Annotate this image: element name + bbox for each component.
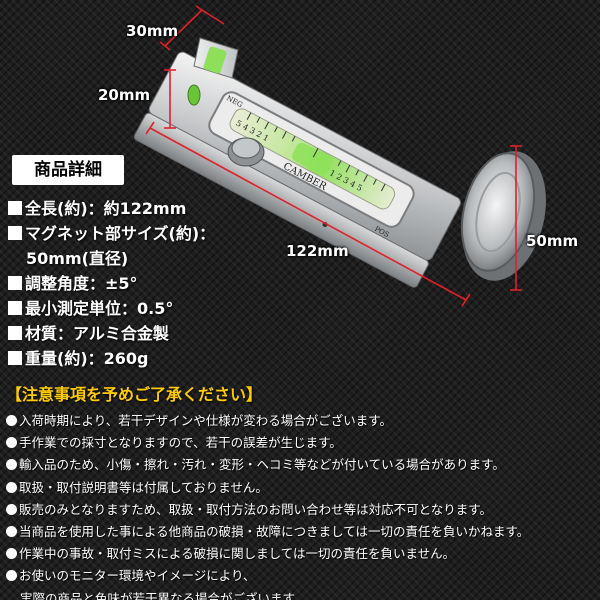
round-bullet-icon [6,481,17,493]
round-bullet-icon [6,548,17,560]
round-bullet-icon [6,570,17,582]
end-vial [187,84,201,106]
product-illustration: 5 4 3 2 1 1 2 3 4 5 CAMBER NEG POS [133,5,546,307]
dimension-length-label: 122mm [286,242,349,260]
square-bullet-icon [8,351,22,365]
spec-item-continued: 50mm(直径) [26,249,129,268]
adjust-knob [227,137,265,167]
dimension-height-label: 20mm [98,86,151,104]
round-bullet-icon [6,503,17,515]
notice-item: 作業中の事故・取付ミスによる破損に関しましては一切の責任を負いません。 [6,543,596,565]
dimension-diameter-label: 50mm [526,232,579,250]
spec-title: 商品詳細 [12,155,124,185]
top-vial [193,37,239,79]
spec-item: 調整角度：±5° [8,271,288,296]
square-bullet-icon [8,226,22,240]
magnet-disc [460,151,546,281]
dimension-width-label: 30mm [126,22,179,40]
square-bullet-icon [8,276,22,290]
notice-item: 手作業での採寸となりますので、若干の誤差が生じます。 [6,432,596,454]
notice-item: 入荷時期により、若干デザインや仕様が変わる場合がございます。 [6,410,596,432]
square-bullet-icon [8,326,22,340]
notice-item: お使いのモニター環境やイメージにより、 [6,565,596,587]
notice-item: 当商品を使用した事による他商品の破損・故障につきましては一切の責任を負いかねます… [6,521,596,543]
square-bullet-icon [8,201,22,215]
round-bullet-icon [6,415,17,426]
notice-item: 取扱・取付説明書等は付属しておりません。 [6,477,596,499]
spec-list: 全長(約)：約122mm マグネット部サイズ(約)： 50mm(直径) 調整角度… [8,196,288,371]
dimension-lines [145,5,522,307]
spec-item: 全長(約)：約122mm [8,196,288,221]
spec-item: 重量(約)：260g [8,346,288,371]
notice-list: 入荷時期により、若干デザインや仕様が変わる場合がございます。 手作業での採寸とな… [6,410,596,600]
spec-item: マグネット部サイズ(約)： [8,221,288,246]
notice-item: 輸入品のため、小傷・擦れ・汚れ・変形・ヘコミ等などが付いている場合があります。 [6,454,596,476]
notice-item: 販売のみとなりますため、取扱・取付方法のお問い合わせ等は対応不可となります。 [6,499,596,521]
round-bullet-icon [6,459,17,471]
notice-title: 【注意事項を予めご了承ください】 [6,385,263,404]
spec-item: 最小測定単位：0.5° [8,296,288,321]
notice-item-continued: 実際の商品と色味が若干異なる場合がございます。 [20,590,307,600]
round-bullet-icon [6,525,17,537]
square-bullet-icon [8,301,22,315]
round-bullet-icon [6,437,17,449]
spec-item: 材質：アルミ合金製 [8,321,288,346]
